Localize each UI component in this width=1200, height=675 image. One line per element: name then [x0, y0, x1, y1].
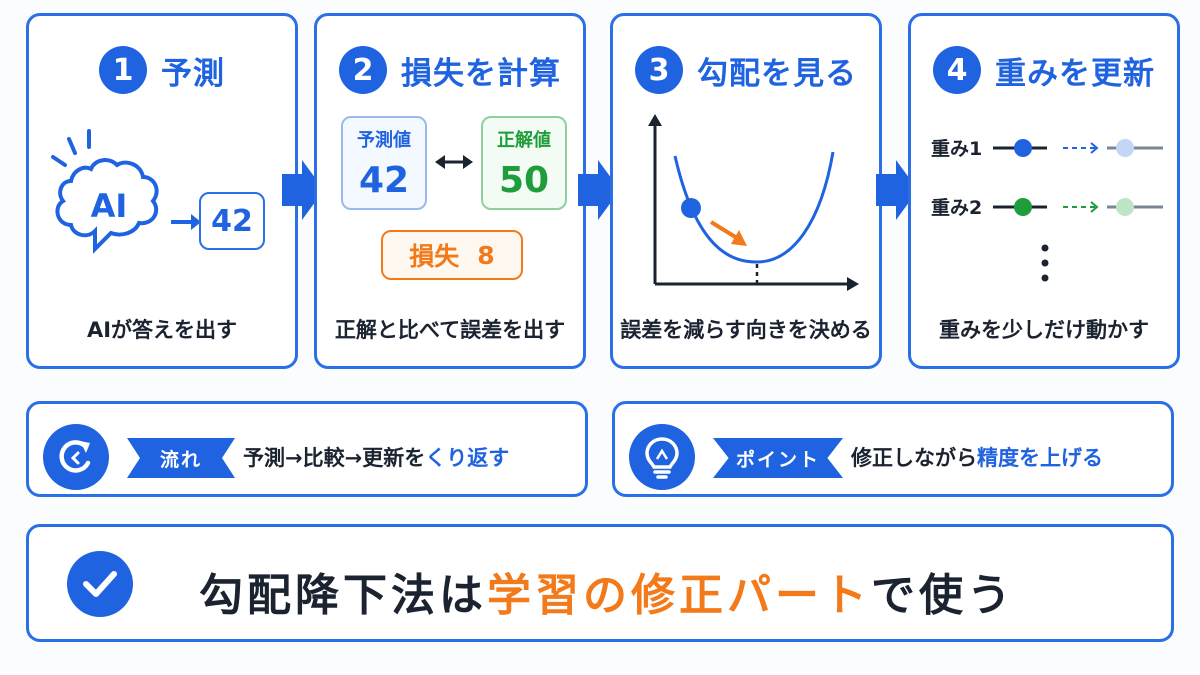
predicted-value: 42: [358, 160, 410, 201]
loss-value: 8: [477, 240, 495, 270]
weight-row-1: 重み1: [931, 134, 1165, 161]
step-header: 2 損失を計算: [317, 46, 583, 94]
lightbulb-icon: [629, 424, 695, 490]
ellipsis-icon: [1041, 244, 1049, 282]
step-card-loss: 2 損失を計算 予測値 42 正解値 50 損失 8 正解と比べて誤差を出す: [314, 13, 586, 369]
brain-icon: [51, 129, 159, 254]
step-card-gradient: 3 勾配を見る 誤差を減らす向きを決める: [610, 13, 882, 369]
conclusion-banner: 勾配降下法は学習の修正パートで使う: [26, 524, 1174, 642]
descent-arrow: [731, 230, 747, 246]
point-tag: ポイント: [713, 438, 843, 478]
predicted-value-card: 予測値 42: [341, 116, 427, 210]
check-icon: [67, 551, 133, 617]
step-number: 3: [635, 46, 683, 94]
current-point: [681, 198, 701, 218]
double-arrow-icon: [435, 155, 473, 169]
step-header: 1 予測: [29, 46, 295, 94]
correct-label: 正解値: [497, 130, 551, 151]
step-number: 4: [933, 46, 981, 94]
weight-label: 重み2: [931, 197, 983, 219]
flow-text-plain: 予測→比較→更新を: [243, 446, 426, 470]
point-text-highlight: 精度を上げる: [977, 446, 1103, 470]
output-value-box: 42: [199, 192, 265, 250]
step-title: 損失を計算: [401, 55, 561, 92]
weight-label: 重み1: [931, 138, 983, 160]
flow-tag: 流れ: [127, 438, 235, 478]
step-number: 2: [339, 46, 387, 94]
loss-curve-graph: [648, 114, 859, 291]
step-title: 予測: [161, 55, 225, 92]
step-title: 重みを更新: [995, 55, 1155, 92]
ai-label: AI: [90, 187, 128, 225]
step-card-update: 4 重みを更新 重み1 重み2 重みを少しだけ動かす: [908, 13, 1180, 369]
step-header: 3 勾配を見る: [613, 46, 879, 94]
arrow-right-icon: [282, 160, 324, 220]
arrow-right-icon: [578, 160, 620, 220]
arrow-right-icon: [171, 214, 201, 230]
correct-value-card: 正解値 50: [481, 116, 567, 210]
step-caption: 誤差を減らす向きを決める: [620, 318, 872, 342]
point-text-plain: 修正しながら: [851, 446, 977, 470]
predicted-label: 予測値: [357, 130, 411, 151]
loss-label: 損失: [409, 242, 460, 271]
step-caption: AIが答えを出す: [86, 318, 238, 342]
step-card-predict: 1 予測 AI 42 AIが答えを出す: [26, 13, 298, 369]
step-title: 勾配を見る: [697, 55, 857, 92]
loss-curve: [673, 151, 835, 264]
arrow-right-icon: [876, 160, 918, 220]
step-number: 1: [99, 46, 147, 94]
conclusion-end: で使う: [871, 570, 1015, 621]
weight-row-2: 重み2: [931, 193, 1165, 220]
flow-text-highlight: くり返す: [425, 446, 510, 470]
point-strip: ポイント 修正しながら精度を上げる: [612, 401, 1174, 497]
flow-text: 予測→比較→更新をくり返す: [243, 442, 509, 472]
correct-value: 50: [498, 160, 550, 201]
point-text: 修正しながら精度を上げる: [851, 442, 1103, 472]
loss-badge: 損失 8: [381, 230, 523, 280]
conclusion-highlight: 学習の修正パート: [487, 570, 871, 621]
cycle-icon: [43, 424, 109, 490]
flow-strip: 流れ 予測→比較→更新をくり返す: [26, 401, 588, 497]
step-header: 4 重みを更新: [911, 46, 1177, 94]
weight-slider: [993, 197, 1163, 216]
weight-slider: [993, 138, 1163, 157]
conclusion-start: 勾配降下法は: [199, 570, 487, 621]
step-caption: 重みを少しだけ動かす: [939, 318, 1149, 342]
conclusion-text: 勾配降下法は学習の修正パートで使う: [199, 559, 1015, 623]
step-caption: 正解と比べて誤差を出す: [334, 318, 566, 342]
